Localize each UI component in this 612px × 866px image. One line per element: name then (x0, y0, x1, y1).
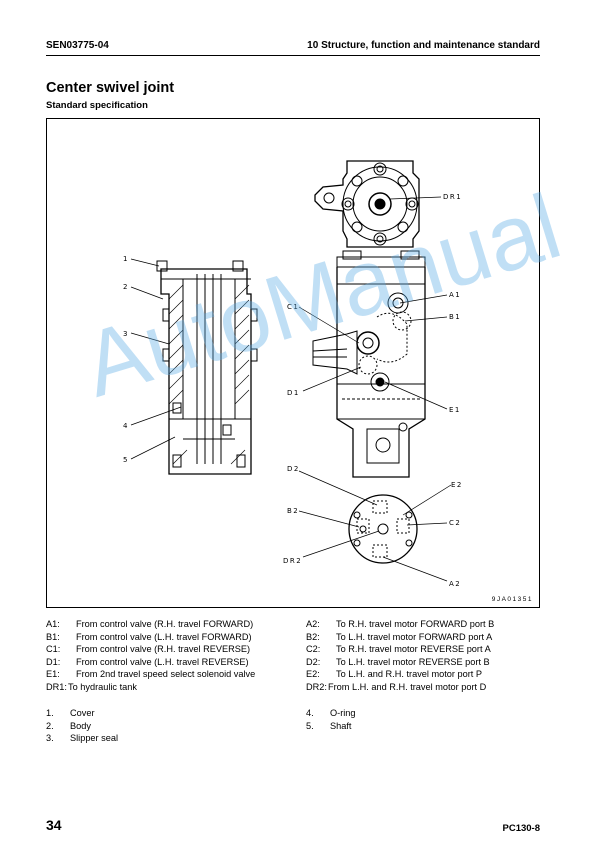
legend-row: D1:From control valve (L.H. travel REVER… (46, 656, 249, 667)
page-subtitle: Standard specification (46, 100, 148, 111)
legend-row: C1:From control valve (R.H. travel REVER… (46, 644, 251, 655)
side-view (312, 250, 426, 478)
callout-d1: D1 (287, 389, 300, 397)
legend-row: A2:To R.H. travel motor FORWARD port B (306, 619, 495, 629)
page-title: Center swivel joint (46, 80, 175, 96)
callout-d2: D2 (287, 465, 300, 473)
parts-list-left: 1.Cover 2.Body 3.Slipper seal (46, 707, 118, 745)
top-view (314, 160, 420, 248)
sectional-view (156, 260, 258, 475)
leader-lines (130, 196, 452, 582)
swivel-joint-drawing: DR1 A1 B1 C1 D1 E1 D2 E2 B2 C2 DR2 A2 1 … (123, 160, 463, 588)
header-rule (46, 55, 540, 56)
section-heading: 10 Structure, function and maintenance s… (307, 40, 540, 51)
callout-dr1: DR1 (443, 193, 462, 201)
legend-row: DR1:To hydraulic tank (46, 681, 137, 692)
parts-item: 5.Shaft (306, 720, 352, 731)
legend-row: E2:To L.H. and R.H. travel motor port P (306, 669, 483, 680)
callout-e2: E2 (451, 481, 463, 489)
callout-b1: B1 (449, 313, 461, 321)
port-legend-right: A2:To R.H. travel motor FORWARD port B B… (306, 618, 494, 694)
figure-code: 9JA01351 (491, 596, 533, 603)
callout-4: 4 (123, 422, 129, 430)
legend-row: C2:To R.H. travel motor REVERSE port A (306, 644, 491, 655)
legend-row: DR2:From L.H. and R.H. travel motor port… (306, 681, 487, 692)
callout-a1: A1 (449, 291, 461, 299)
parts-item: 3.Slipper seal (46, 733, 119, 744)
parts-item: 1.Cover (46, 708, 95, 718)
legend-row: E1:From 2nd travel speed select solenoid… (46, 669, 256, 680)
callout-dr2: DR2 (283, 557, 302, 565)
doc-id: SEN03775-04 (46, 40, 109, 51)
page-number: 34 (46, 817, 62, 833)
callout-a2: A2 (449, 580, 461, 588)
callout-5: 5 (123, 456, 129, 464)
callout-b2: B2 (287, 507, 299, 515)
callout-e1: E1 (449, 406, 461, 414)
parts-item: 2.Body (46, 720, 91, 731)
callout-c2: C2 (449, 519, 461, 527)
legend-row: A1:From control valve (R.H. travel FORWA… (46, 619, 254, 629)
model-number: PC130-8 (502, 823, 541, 834)
bottom-view (348, 494, 418, 564)
callout-2: 2 (123, 283, 129, 291)
legend-row: B1:From control valve (L.H. travel FORWA… (46, 631, 252, 642)
parts-list-right: 4.O-ring 5.Shaft (306, 707, 356, 732)
port-legend-left: A1:From control valve (R.H. travel FORWA… (46, 618, 255, 694)
callout-labels: DR1 A1 B1 C1 D1 E1 D2 E2 B2 C2 DR2 A2 1 … (123, 193, 463, 588)
callout-c1: C1 (287, 303, 299, 311)
parts-item: 4.O-ring (306, 708, 356, 718)
legend-row: D2:To L.H. travel motor REVERSE port B (306, 656, 490, 667)
callout-3: 3 (123, 330, 129, 338)
callout-1: 1 (123, 255, 129, 263)
legend-row: B2:To L.H. travel motor FORWARD port A (306, 631, 493, 642)
swivel-joint-figure: DR1 A1 B1 C1 D1 E1 D2 E2 B2 C2 DR2 A2 1 … (46, 118, 540, 608)
